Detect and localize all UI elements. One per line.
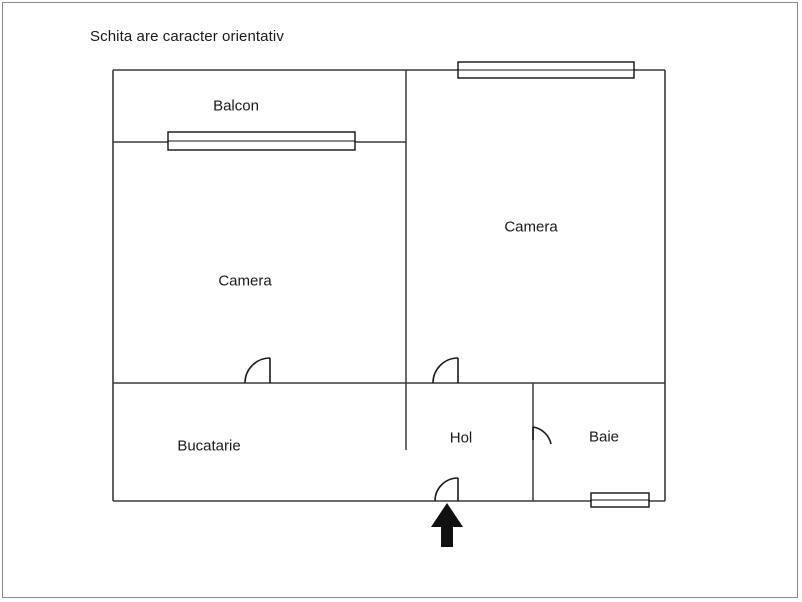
door-hol-baie	[532, 426, 552, 445]
entrance-arrow-icon	[431, 503, 463, 547]
arrow-shape	[431, 503, 463, 547]
door-arc	[434, 477, 459, 502]
door-arc	[244, 357, 271, 384]
door-entrance	[434, 477, 459, 502]
interior-walls	[113, 70, 665, 501]
room-label-bucatarie: Bucatarie	[177, 437, 241, 455]
room-label-hol: Hol	[449, 429, 473, 447]
room-label-baie: Baie	[588, 428, 620, 446]
door-camera-hol	[432, 357, 459, 384]
door-camera-bucatarie	[244, 357, 271, 384]
door-arc	[432, 357, 459, 384]
plan-title: Schita are caracter orientativ	[90, 28, 284, 45]
window-mullions	[168, 69, 649, 501]
door-arc	[532, 426, 552, 445]
room-label-balcon: Balcon	[213, 97, 259, 115]
room-label-camera-left: Camera	[218, 272, 272, 290]
room-label-camera-right: Camera	[504, 218, 558, 236]
doors	[244, 357, 552, 502]
